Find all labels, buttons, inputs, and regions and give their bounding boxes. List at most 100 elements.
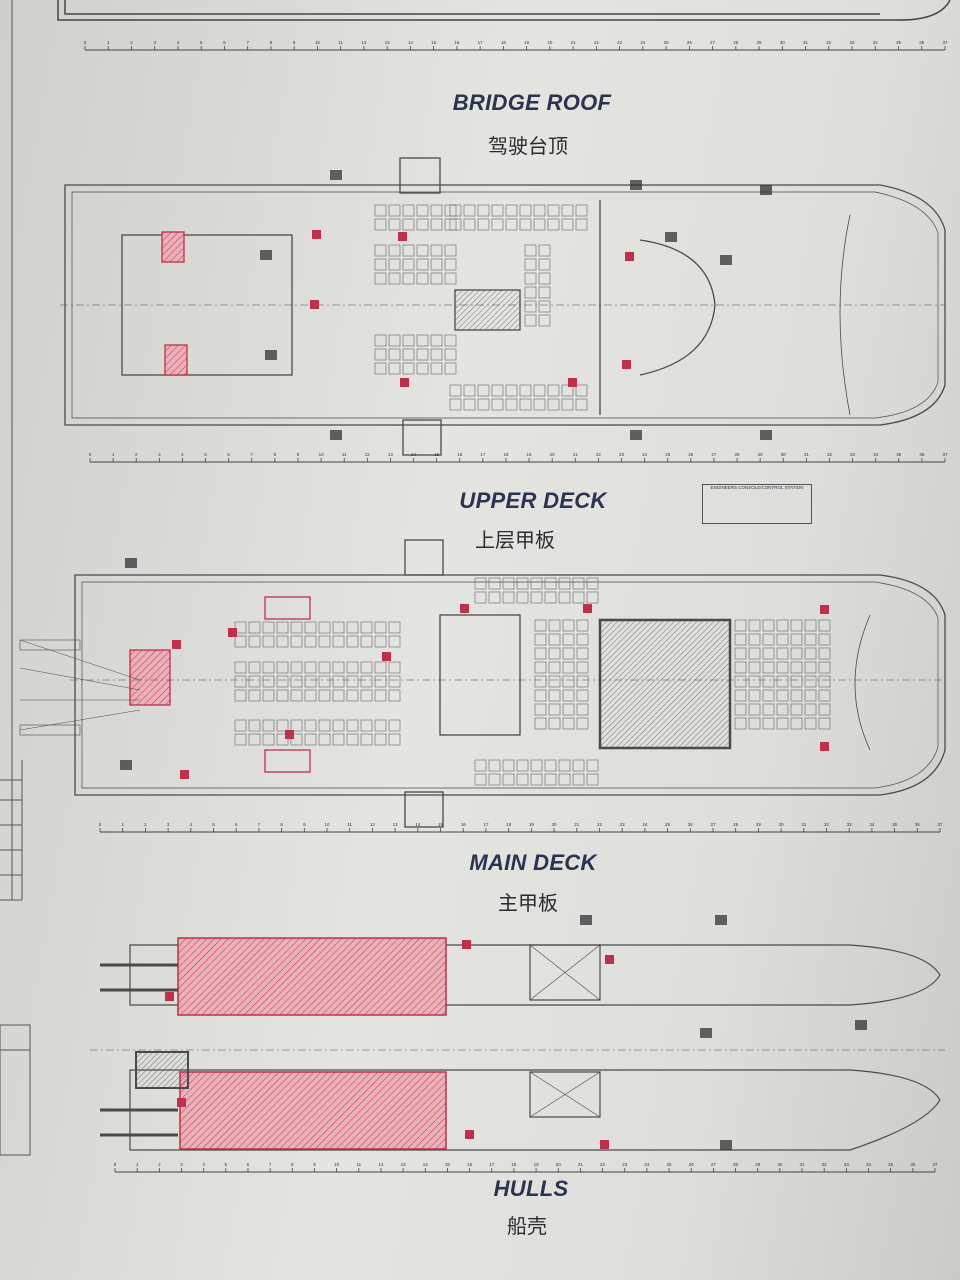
frame-number: 29 — [758, 452, 764, 457]
seat — [790, 633, 803, 646]
seat — [444, 218, 457, 231]
seat — [524, 272, 537, 285]
seat — [491, 398, 504, 411]
seat — [561, 204, 574, 217]
seat — [576, 619, 589, 632]
frame-number: 9 — [297, 452, 300, 457]
seat — [533, 204, 546, 217]
seat — [586, 773, 599, 786]
seat — [576, 633, 589, 646]
seat — [562, 633, 575, 646]
engineers-console-legend: ENGINEERS CONSOLE/CONTROL STATION — [702, 484, 812, 524]
seat — [304, 635, 317, 648]
seat — [416, 362, 429, 375]
seat — [505, 204, 518, 217]
frame-number: 28 — [733, 1162, 739, 1167]
frame-number: 3 — [180, 1162, 183, 1167]
seat — [576, 661, 589, 674]
frame-number: 4 — [202, 1162, 205, 1167]
seat — [430, 334, 443, 347]
station-label: ENGINEERS CONSOLE/CONTROL STATION — [710, 485, 804, 490]
seat — [234, 621, 247, 634]
safety-symbol — [265, 350, 277, 360]
safety-symbol — [120, 760, 132, 770]
seat — [548, 647, 561, 660]
deck-title-main-deck: MAIN DECK — [469, 850, 597, 875]
seat — [318, 635, 331, 648]
seat — [234, 635, 247, 648]
frame-number: 21 — [574, 822, 580, 827]
seat — [776, 703, 789, 716]
seat — [262, 733, 275, 746]
frame-number: 0 — [89, 452, 92, 457]
seat — [544, 773, 557, 786]
seat — [388, 733, 401, 746]
frame-number: 27 — [710, 40, 716, 45]
seat — [734, 717, 747, 730]
seat — [444, 204, 457, 217]
red-safety-symbol — [398, 232, 407, 241]
frame-number: 1 — [112, 452, 115, 457]
seat — [762, 619, 775, 632]
frame-number: 16 — [457, 452, 463, 457]
red-safety-symbol — [462, 940, 471, 949]
seat — [318, 621, 331, 634]
safety-symbol — [720, 1140, 732, 1150]
seat — [360, 621, 373, 634]
frame-number: 2 — [135, 452, 138, 457]
main-deck-plan — [19, 539, 946, 828]
safety-symbol — [665, 232, 677, 242]
frame-number: 23 — [617, 40, 623, 45]
seat — [748, 633, 761, 646]
deck-title-cn-main-deck: 主甲板 — [498, 891, 558, 915]
seat — [290, 719, 303, 732]
seat — [524, 286, 537, 299]
seat — [444, 258, 457, 271]
frame-number: 1 — [136, 1162, 139, 1167]
safety-symbol — [720, 255, 732, 265]
seat — [572, 577, 585, 590]
seat — [234, 689, 247, 702]
seat — [248, 675, 261, 688]
seat — [248, 733, 261, 746]
deck-title-hulls: HULLS — [493, 1176, 569, 1201]
frame-number: 28 — [735, 452, 741, 457]
red-safety-symbol — [820, 742, 829, 751]
frame-number: 7 — [258, 822, 261, 827]
frame-number: 4 — [190, 822, 193, 827]
frame-number: 21 — [573, 452, 579, 457]
seat — [416, 258, 429, 271]
frame-number: 32 — [827, 452, 833, 457]
frame-number: 32 — [822, 1162, 828, 1167]
seat — [360, 635, 373, 648]
frame-number: 22 — [596, 452, 602, 457]
seat — [388, 719, 401, 732]
frame-number: 29 — [757, 40, 763, 45]
seat — [548, 619, 561, 632]
main-deck-seats — [234, 577, 831, 786]
frame-number: 32 — [826, 40, 832, 45]
seat — [748, 703, 761, 716]
frame-number: 3 — [167, 822, 170, 827]
frame-number: 14 — [411, 452, 417, 457]
seat — [790, 703, 803, 716]
frame-number: 2 — [158, 1162, 161, 1167]
frame-number: 15 — [438, 822, 444, 827]
seat — [519, 398, 532, 411]
red-safety-symbol — [312, 230, 321, 239]
seat — [360, 675, 373, 688]
seat — [290, 733, 303, 746]
seat — [804, 647, 817, 660]
seat — [734, 689, 747, 702]
safety-symbol — [760, 185, 772, 195]
seat — [748, 619, 761, 632]
frame-number: 27 — [711, 452, 717, 457]
seat — [388, 334, 401, 347]
red-safety-symbol — [285, 730, 294, 739]
left-title-block — [0, 0, 31, 1156]
seat — [430, 204, 443, 217]
seat — [304, 621, 317, 634]
frame-number: 20 — [556, 1162, 562, 1167]
seat — [360, 689, 373, 702]
seat — [402, 258, 415, 271]
